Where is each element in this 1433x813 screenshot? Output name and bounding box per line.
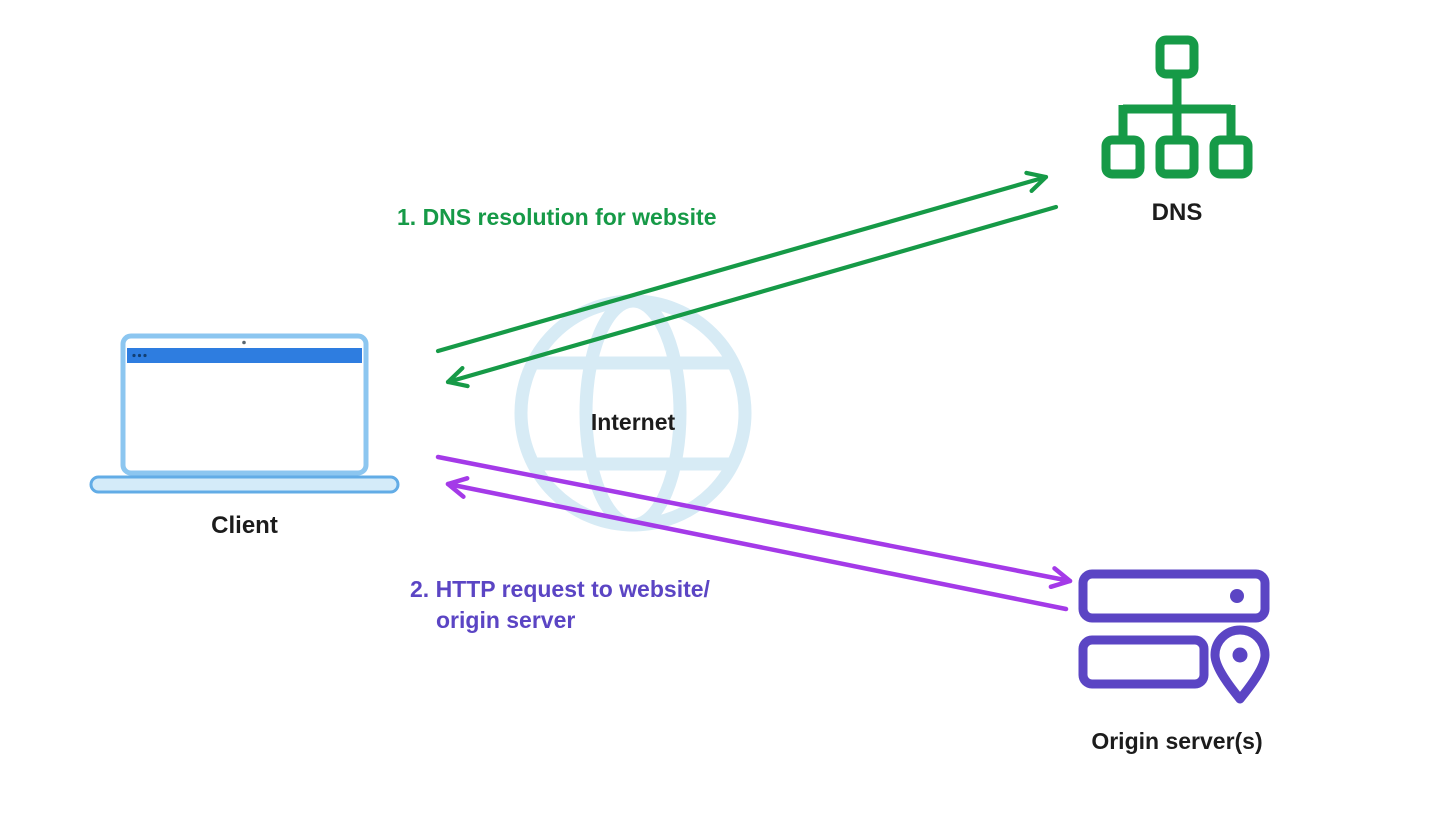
- laptop-icon: [89, 333, 400, 494]
- dns-step-label: 1. DNS resolution for website: [397, 204, 717, 230]
- client-label: Client: [211, 512, 278, 539]
- http-request-arrow: [435, 454, 1073, 590]
- internet-label: Internet: [590, 409, 676, 435]
- http-step-line2: origin server: [436, 607, 576, 633]
- globe-icon: [514, 294, 752, 532]
- dns-request-arrow: [435, 170, 1049, 354]
- http-response-arrow: [445, 476, 1069, 612]
- origin-server-icon: [1078, 569, 1270, 704]
- dns-label: DNS: [1151, 199, 1203, 226]
- dns-tree-icon: [1101, 35, 1253, 179]
- http-step-line1: 2. HTTP request to website/: [410, 576, 710, 602]
- http-step-label: 2. HTTP request to website/ origin serve…: [410, 574, 710, 636]
- origin-server-label: Origin server(s): [1091, 728, 1263, 754]
- dns-response-arrow: [445, 204, 1059, 389]
